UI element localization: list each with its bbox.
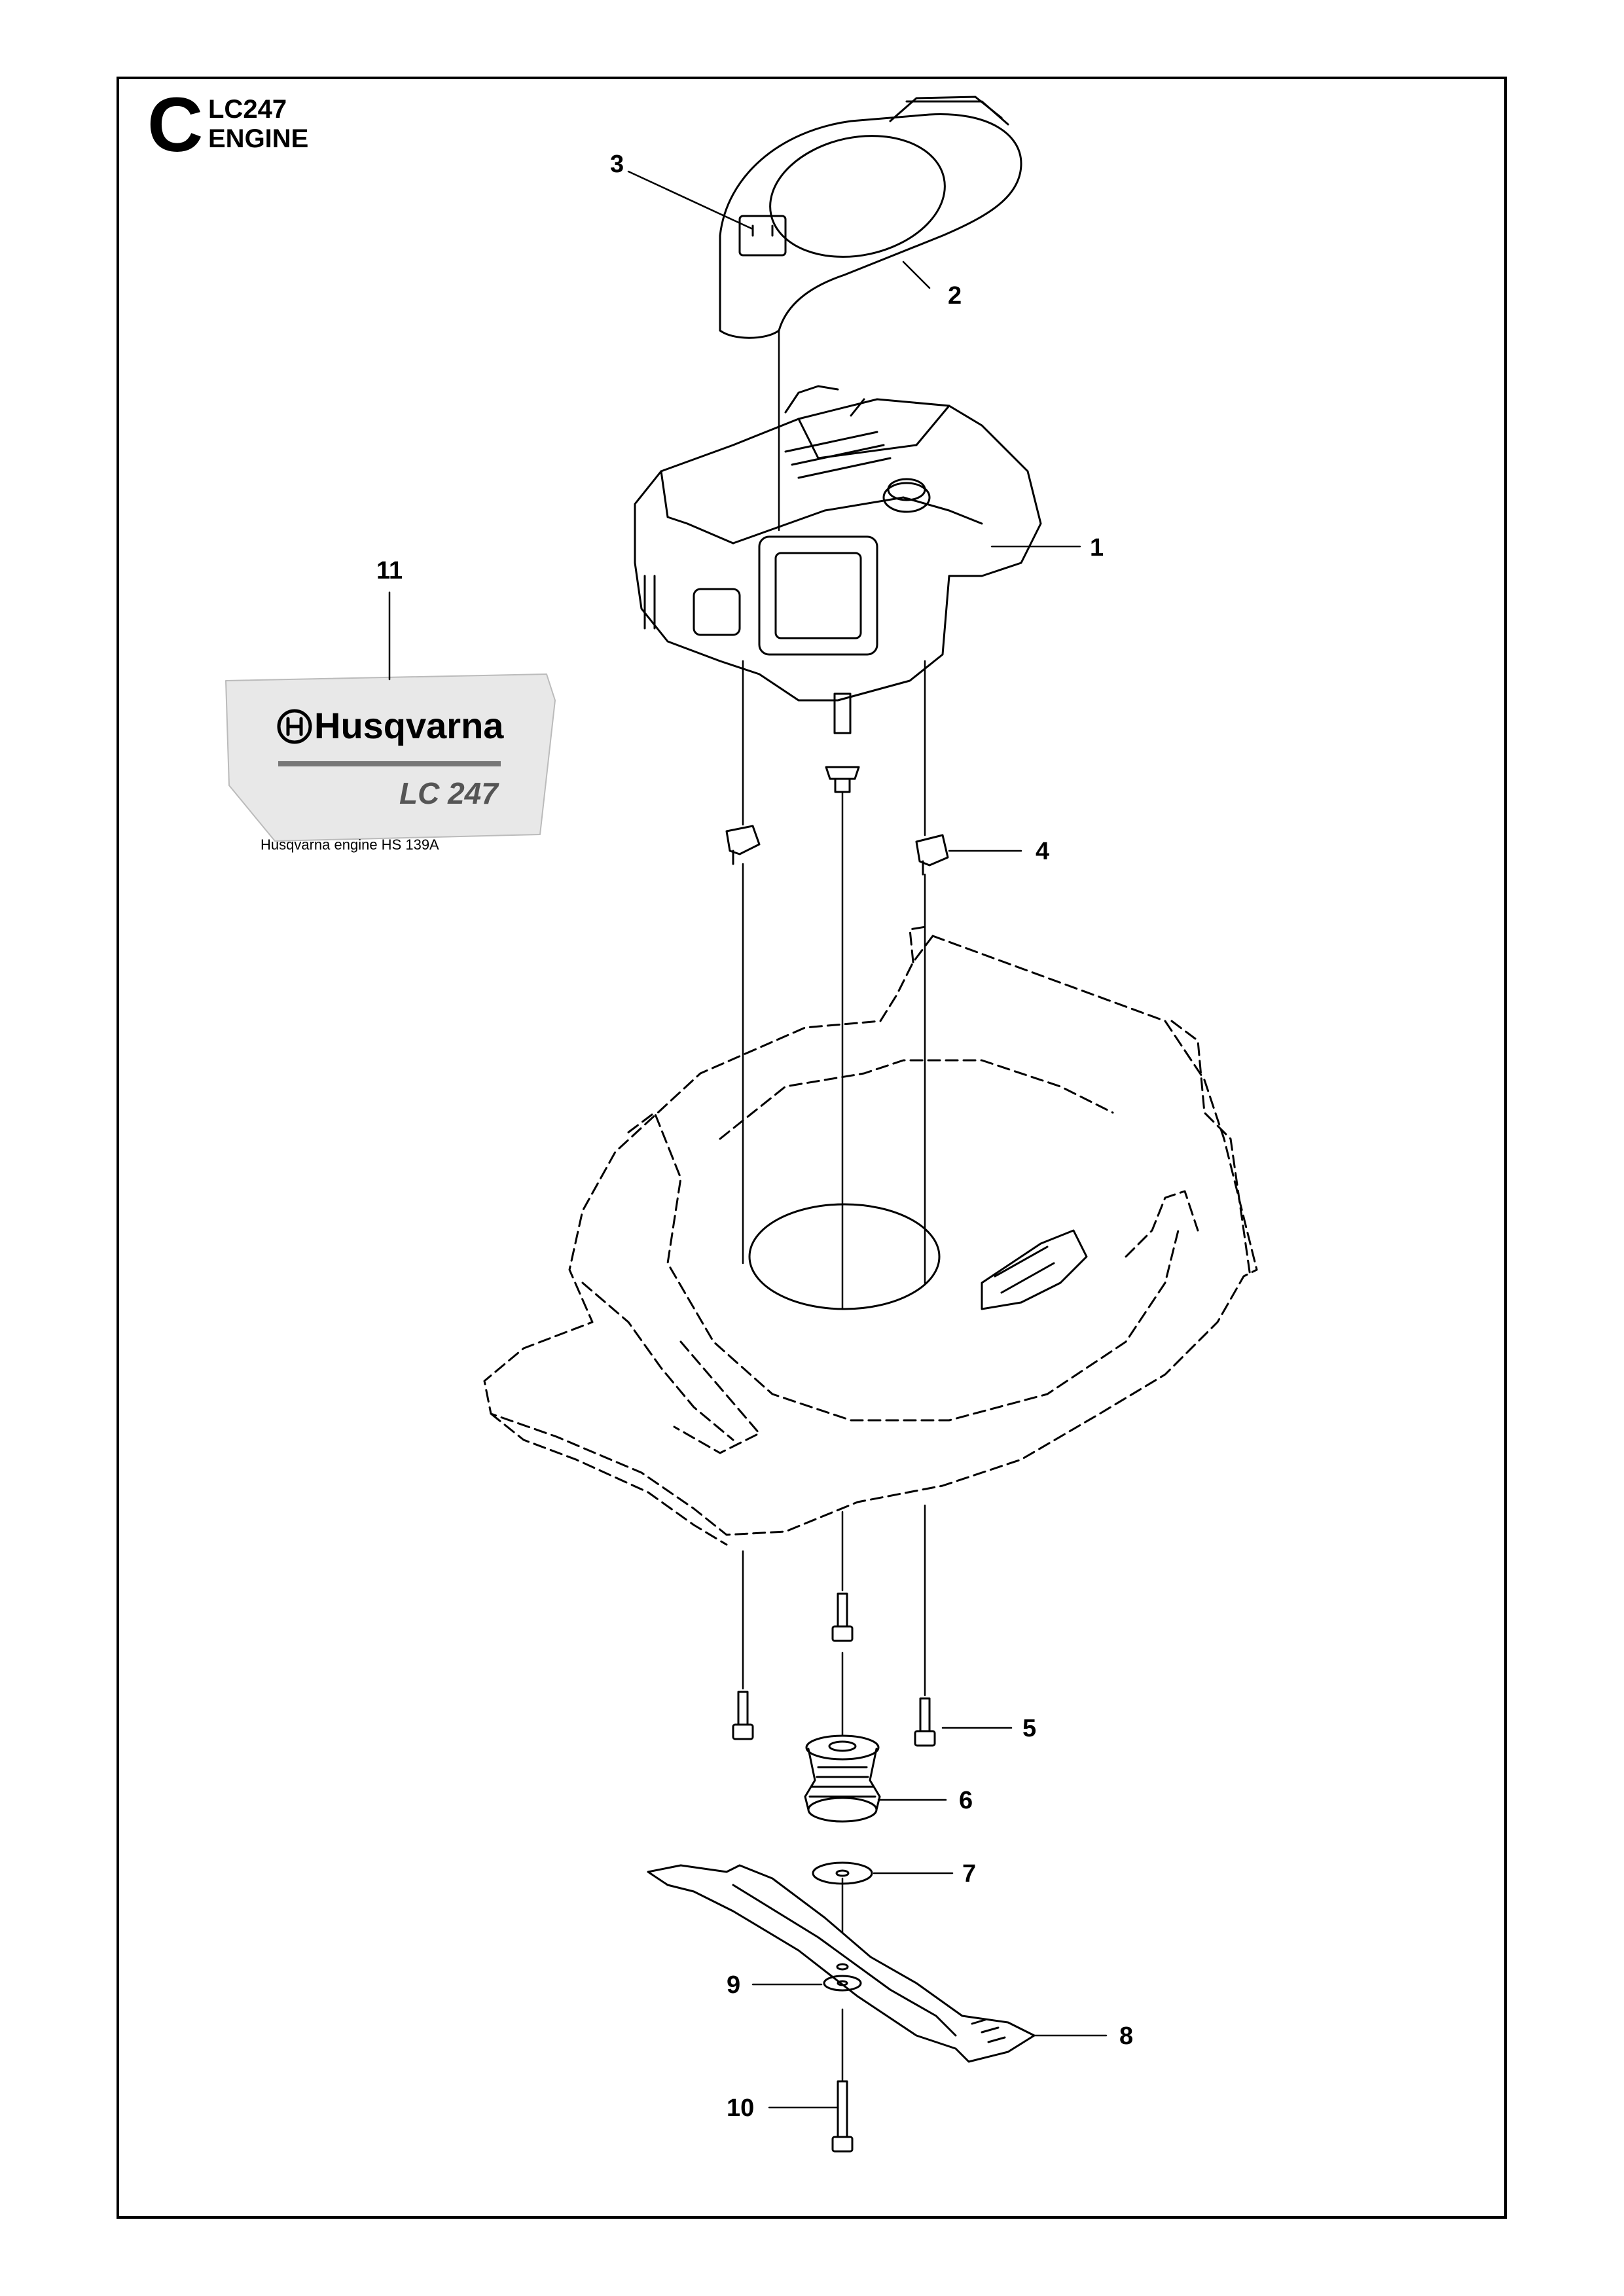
callout-9: 9 — [727, 1971, 741, 1999]
blade-washer — [823, 1975, 862, 1992]
engine-bolt — [732, 1691, 754, 1740]
callout-1: 1 — [1090, 534, 1104, 562]
decal-engine-text: Husqvarna engine HS 139A — [261, 836, 439, 853]
callout-6: 6 — [959, 1787, 973, 1814]
mower-deck — [483, 925, 1258, 1546]
engine-mount-spacer — [725, 825, 761, 865]
blade — [647, 1864, 1036, 2063]
decal-model: LC 247 — [399, 776, 499, 810]
blade-hub — [804, 1734, 881, 1823]
engine-decal — [225, 673, 556, 842]
decal-brand: Husqvarna — [314, 705, 504, 746]
handle-bracket — [981, 1229, 1088, 1310]
callout-5: 5 — [1022, 1715, 1037, 1742]
group-name: ENGINE — [208, 124, 309, 153]
page-frame — [117, 77, 1507, 2219]
blade-bolt — [831, 2080, 854, 2153]
center-bolt — [831, 1592, 854, 1642]
leader-lines — [388, 170, 1108, 2109]
section-letter: C — [147, 82, 204, 168]
engine-assembly — [634, 385, 1042, 734]
center-spacer — [825, 766, 860, 793]
hub-washer — [812, 1861, 873, 1885]
model-name: LC247 — [208, 95, 287, 124]
callout-10: 10 — [727, 2094, 755, 2122]
engine-mount-spacer — [915, 834, 949, 876]
engine-cover — [719, 96, 1022, 339]
callout-4: 4 — [1036, 838, 1050, 865]
engine-bolt — [914, 1697, 936, 1747]
assembly-lines — [742, 329, 926, 2083]
callout-2: 2 — [948, 282, 962, 310]
deck-opening — [748, 1203, 941, 1310]
callout-3: 3 — [610, 151, 624, 178]
callout-8: 8 — [1119, 2022, 1134, 2050]
page-title: LC247 ENGINE — [208, 95, 308, 154]
callout-11: 11 — [376, 557, 403, 584]
callout-7: 7 — [962, 1860, 977, 1888]
crankshaft — [833, 692, 852, 734]
